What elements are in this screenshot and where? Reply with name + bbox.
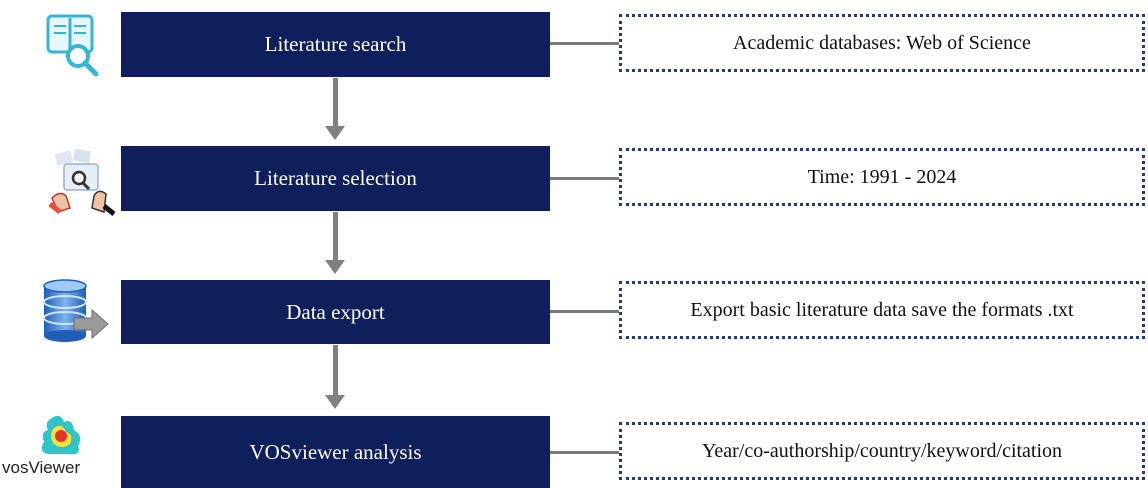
connector-1	[550, 42, 619, 45]
database-export-icon	[40, 278, 112, 348]
flow-arrow-1-head	[325, 126, 345, 140]
note-analysis-types: Year/co-authorship/country/keyword/citat…	[619, 422, 1145, 480]
step-literature-search: Literature search	[121, 12, 550, 77]
note-databases: Academic databases: Web of Science	[619, 14, 1145, 72]
step-vosviewer-analysis: VOSviewer analysis	[121, 416, 550, 488]
book-search-icon	[40, 12, 104, 80]
vosviewer-logo-icon	[38, 412, 88, 458]
step-data-export: Data export	[121, 280, 550, 344]
connector-2	[550, 177, 619, 180]
note-export-format: Export basic literature data save the fo…	[619, 281, 1145, 339]
flow-arrow-2-head	[325, 260, 345, 274]
connector-4	[550, 451, 619, 454]
vosviewer-logo-text: vosViewer	[2, 458, 81, 477]
step-literature-selection: Literature selection	[121, 146, 550, 211]
note-time-range: Time: 1991 - 2024	[619, 148, 1145, 206]
connector-3	[550, 310, 619, 313]
flow-arrow-3-shaft	[333, 345, 338, 395]
hands-selection-icon	[46, 146, 118, 216]
flow-arrow-2-shaft	[333, 212, 338, 260]
flow-arrow-3-head	[325, 395, 345, 409]
flow-arrow-1-shaft	[333, 78, 338, 126]
